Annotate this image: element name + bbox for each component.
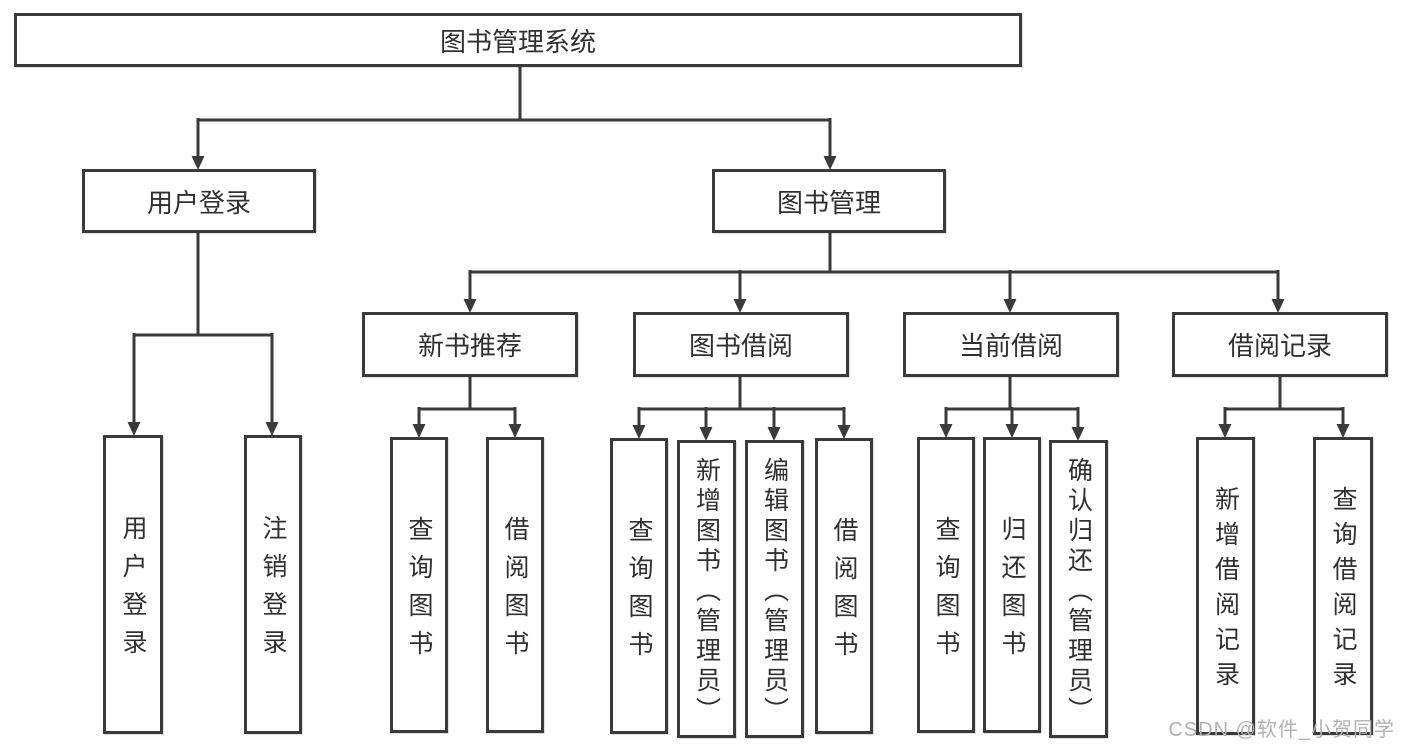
node-label: 新增图书（管理员） <box>692 456 721 727</box>
node-label: 归还图书 <box>998 515 1026 668</box>
arrow-down-icon <box>767 427 781 441</box>
arrow-down-icon <box>508 424 522 438</box>
node-leaf-cb-return-books: 归还图书 <box>983 437 1041 733</box>
arrow-down-icon <box>412 424 426 438</box>
node-label: 用户登录 <box>119 515 147 667</box>
arrow-down-icon <box>1005 424 1019 438</box>
node-label: 查询借阅记录 <box>1329 486 1357 696</box>
arrow-down-icon <box>265 422 279 436</box>
node-label: 借阅图书 <box>830 516 858 669</box>
node-label: 注销登录 <box>259 515 287 667</box>
node-book-management: 图书管理 <box>712 169 946 233</box>
node-label: 确认归还（管理员） <box>1064 456 1093 727</box>
node-leaf-recommend-borrow-books: 借阅图书 <box>486 437 544 733</box>
node-leaf-user-login: 用户登录 <box>103 435 163 734</box>
node-label: 编辑图书（管理员） <box>760 456 789 727</box>
node-borrow-records: 借阅记录 <box>1172 312 1388 377</box>
arrow-down-icon <box>1003 299 1017 313</box>
arrow-down-icon <box>1271 299 1285 313</box>
node-current-borrow: 当前借阅 <box>903 312 1119 377</box>
arrow-down-icon <box>632 425 646 439</box>
node-leaf-bb-query-books: 查询图书 <box>610 438 668 734</box>
arrow-down-icon <box>191 156 205 170</box>
node-leaf-add-borrow-record: 新增借阅记录 <box>1196 437 1255 735</box>
arrow-down-icon <box>1218 424 1232 438</box>
node-user-login: 用户登录 <box>82 169 316 233</box>
arrow-down-icon <box>1336 424 1350 438</box>
arrow-down-icon <box>1071 427 1085 441</box>
node-leaf-bb-add-books-admin: 新增图书（管理员） <box>677 440 736 738</box>
node-label: 查询图书 <box>625 516 653 669</box>
node-library-management-system: 图书管理系统 <box>14 13 1022 67</box>
arrow-down-icon <box>127 422 141 436</box>
node-label: 查询图书 <box>932 515 960 668</box>
watermark: CSDN @软件_小贺同学 <box>1168 719 1395 741</box>
arrow-down-icon <box>837 425 851 439</box>
node-leaf-query-borrow-record: 查询借阅记录 <box>1313 437 1373 735</box>
arrow-down-icon <box>463 299 477 313</box>
node-leaf-cb-confirm-return-admin: 确认归还（管理员） <box>1049 440 1108 738</box>
node-leaf-bb-borrow-books: 借阅图书 <box>815 438 873 734</box>
node-leaf-cb-query-books: 查询图书 <box>917 437 975 733</box>
node-leaf-bb-edit-books-admin: 编辑图书（管理员） <box>745 440 804 738</box>
arrowheads <box>127 156 1350 441</box>
node-book-borrow: 图书借阅 <box>633 312 849 377</box>
node-label: 查询图书 <box>405 515 433 668</box>
node-leaf-recommend-query-books: 查询图书 <box>390 437 448 733</box>
arrow-down-icon <box>733 299 747 313</box>
arrow-down-icon <box>823 156 837 170</box>
node-new-book-recommend: 新书推荐 <box>362 312 578 377</box>
node-leaf-logout: 注销登录 <box>244 435 302 734</box>
node-label: 借阅图书 <box>501 515 529 668</box>
arrow-down-icon <box>699 427 713 441</box>
arrow-down-icon <box>939 424 953 438</box>
node-label: 新增借阅记录 <box>1211 486 1240 696</box>
